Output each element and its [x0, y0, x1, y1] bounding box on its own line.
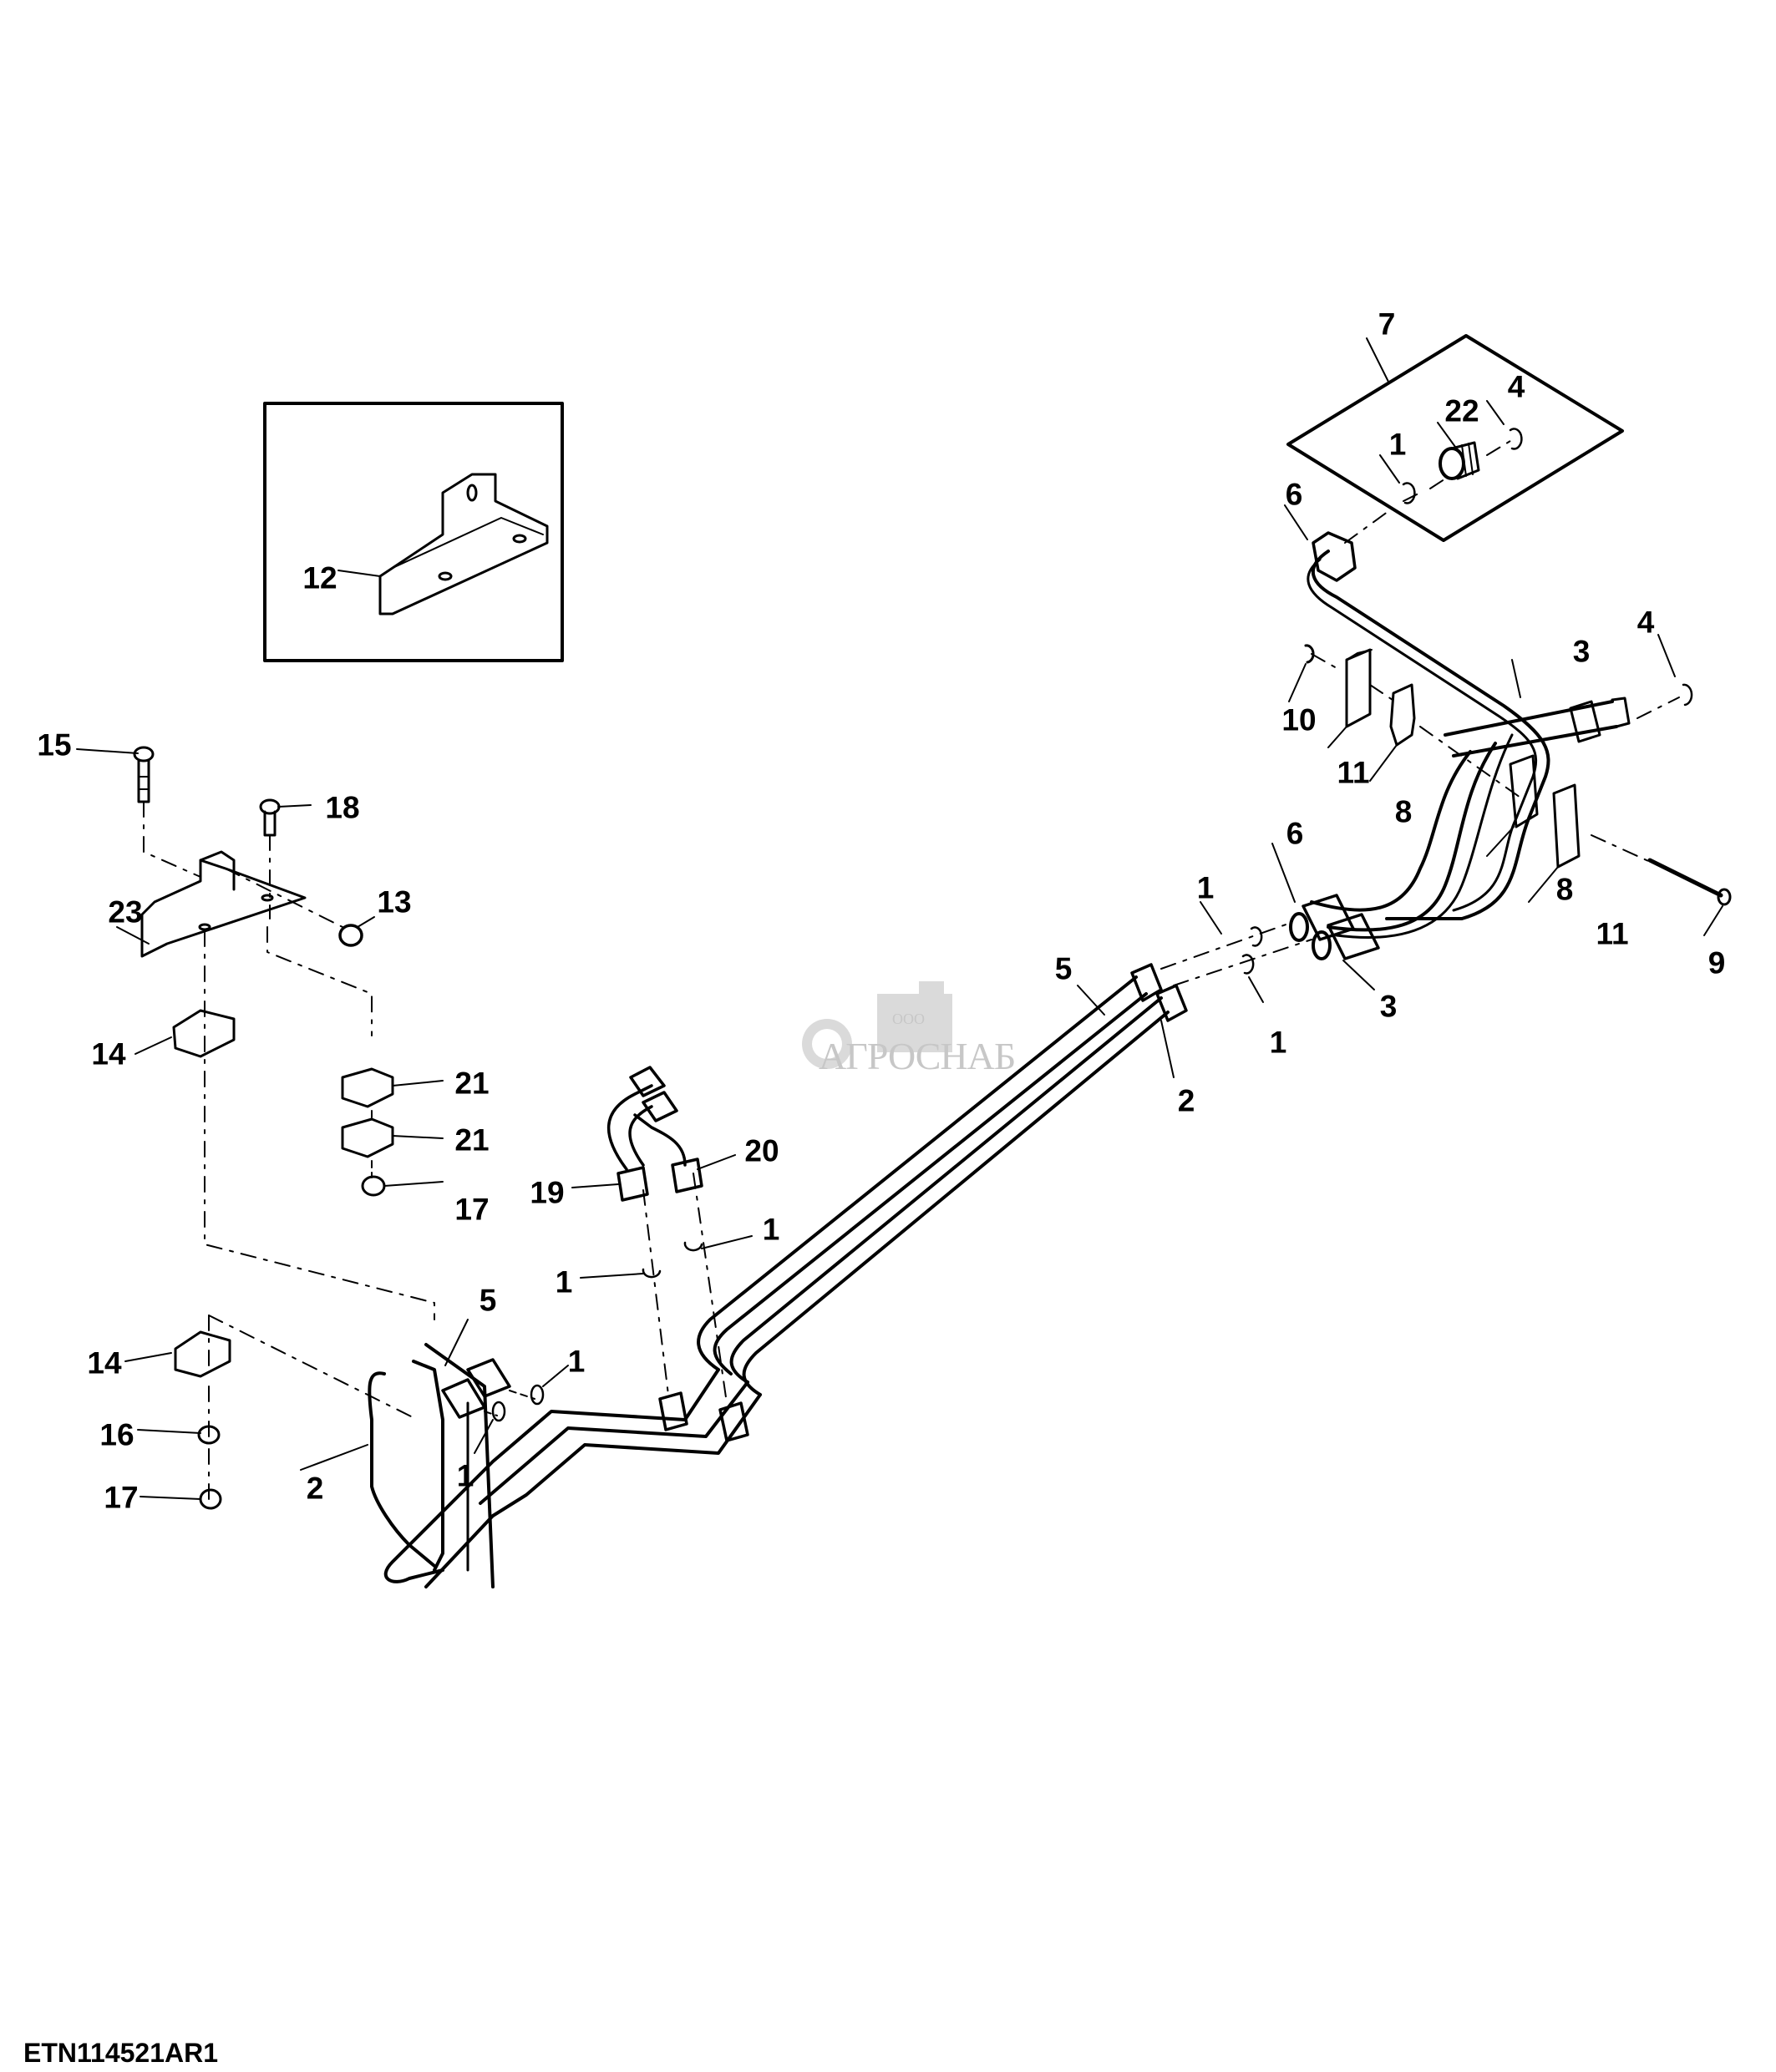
clamps-lower [1486, 754, 1732, 936]
hose-assembly-3 [1310, 634, 1693, 939]
pipe-fittings-19-20 [642, 1173, 749, 1442]
callout-21[interactable]: 21 [454, 1066, 490, 1101]
inset-box-bracket-12 [263, 402, 564, 662]
callout-3[interactable]: 3 [1572, 634, 1591, 669]
callout-1[interactable]: 1 [456, 1458, 474, 1493]
figure-id: ETN114521AR1 [23, 2038, 219, 2068]
callout-15[interactable]: 15 [37, 727, 72, 762]
callout-8[interactable]: 8 [1555, 872, 1574, 907]
callout-1[interactable]: 1 [762, 1212, 780, 1247]
callout-2[interactable]: 2 [1177, 1083, 1195, 1118]
fitting-22 [1437, 422, 1480, 480]
callout-1[interactable]: 1 [1269, 1025, 1287, 1060]
callout-11[interactable]: 11 [1596, 916, 1629, 951]
callout-21[interactable]: 21 [454, 1122, 490, 1158]
pipes-19-20 [571, 1066, 753, 1279]
o-ring-4-kit [1486, 400, 1523, 450]
kit-box-7 [1286, 334, 1624, 544]
bracket-23-group [76, 746, 444, 1320]
callout-1[interactable]: 1 [1196, 870, 1215, 905]
callout-7[interactable]: 7 [1378, 306, 1396, 342]
callout-11[interactable]: 11 [1337, 755, 1370, 790]
callout-10[interactable]: 10 [1281, 702, 1317, 737]
callout-17[interactable]: 17 [104, 1480, 139, 1515]
callout-19[interactable]: 19 [530, 1175, 565, 1210]
lower-clamp-group [124, 1315, 419, 1510]
o-ring-1-kit [1379, 454, 1416, 504]
callout-16[interactable]: 16 [99, 1417, 134, 1452]
long-pipes [697, 963, 1188, 1396]
callout-18[interactable]: 18 [325, 790, 360, 825]
callout-2[interactable]: 2 [306, 1471, 324, 1506]
callout-1[interactable]: 1 [567, 1344, 586, 1379]
lower-nuts [441, 1319, 569, 1454]
callout-9[interactable]: 9 [1707, 945, 1726, 980]
callout-5[interactable]: 5 [1054, 951, 1073, 986]
callout-1[interactable]: 1 [1388, 427, 1407, 462]
watermark-logo: ООО АГРОСНАБ [794, 977, 1016, 1111]
callout-4[interactable]: 4 [1507, 369, 1525, 404]
callout-14[interactable]: 14 [87, 1345, 122, 1380]
callout-1[interactable]: 1 [555, 1264, 573, 1299]
hose-ends-lower [1271, 843, 1380, 990]
o-rings-mid [1160, 901, 1312, 1003]
callout-14[interactable]: 14 [91, 1036, 126, 1071]
callout-13[interactable]: 13 [377, 884, 412, 919]
callout-6[interactable]: 6 [1285, 477, 1303, 512]
callout-3[interactable]: 3 [1379, 989, 1398, 1024]
callout-12[interactable]: 12 [302, 560, 337, 595]
pipe-upper-right [1284, 504, 1550, 920]
callout-5[interactable]: 5 [479, 1283, 497, 1318]
callout-17[interactable]: 17 [454, 1192, 490, 1227]
callout-20[interactable]: 20 [744, 1133, 779, 1168]
watermark-name: АГРОСНАБ [819, 1035, 1016, 1077]
watermark-prefix: ООО [892, 1011, 925, 1027]
callout-4[interactable]: 4 [1636, 605, 1655, 640]
callout-6[interactable]: 6 [1286, 816, 1304, 851]
callout-8[interactable]: 8 [1394, 794, 1413, 829]
clamps-upper [1288, 644, 1521, 798]
callout-22[interactable]: 22 [1444, 393, 1479, 428]
combine-harvester-icon [802, 981, 952, 1069]
lower-pipes [300, 1343, 762, 1588]
callout-23[interactable]: 23 [108, 894, 143, 930]
